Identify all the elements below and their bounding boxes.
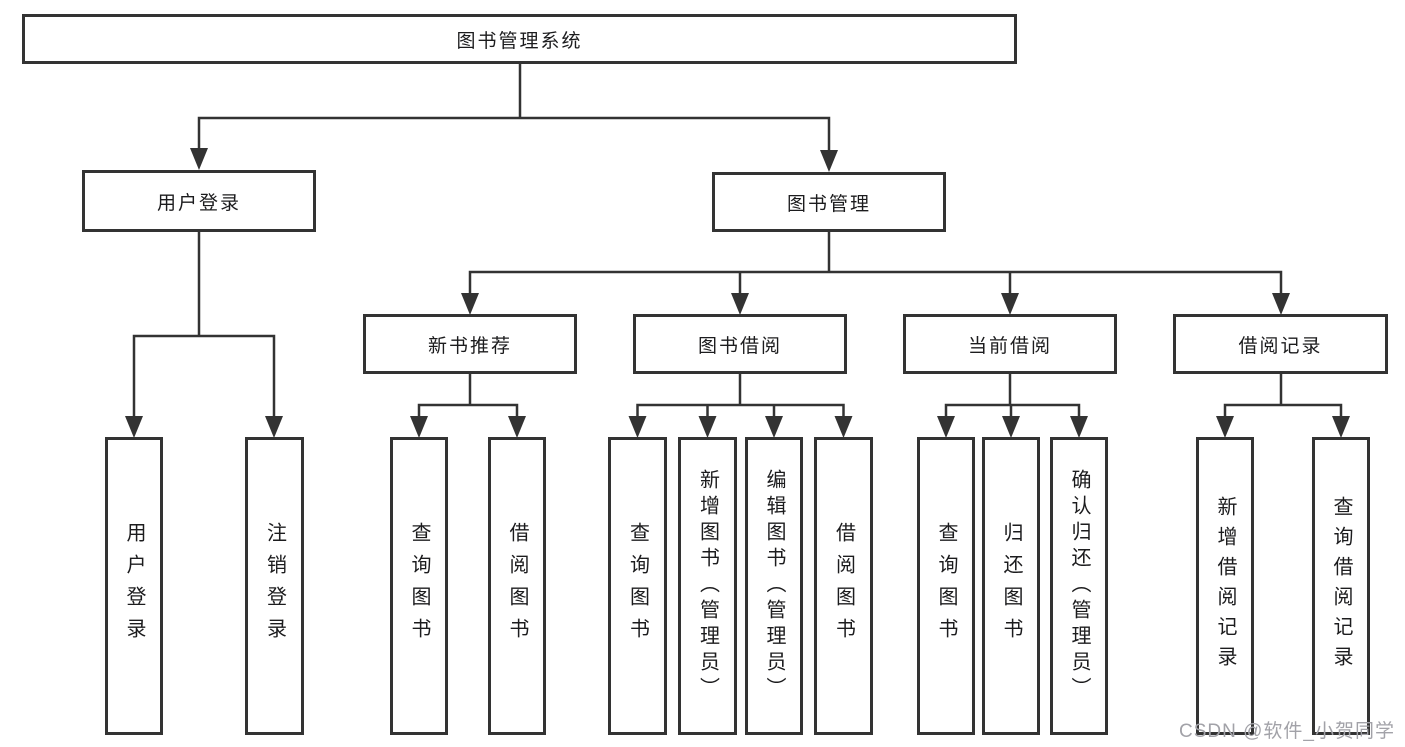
csdn-watermark: CSDN @软件_小贺同学 <box>1179 721 1395 742</box>
node-book-borrow-label: 图书借阅 <box>697 335 782 357</box>
arrow-down-icon <box>125 416 143 438</box>
node-root: 图书管理系统 <box>22 14 1017 64</box>
leaf-user-login-label: 用户登录 <box>123 522 145 650</box>
arrow-down-icon <box>1070 416 1088 438</box>
connector-borrow-to-leaves <box>636 374 845 420</box>
leaf-borrow-books-2: 借阅图书 <box>814 437 873 735</box>
leaf-query-books-2: 查询图书 <box>608 437 667 735</box>
connector-current-to-leaves <box>944 374 1081 420</box>
leaf-edit-books-admin-label: 编辑图书（管理员） <box>763 469 785 703</box>
leaf-edit-books-admin: 编辑图书（管理员） <box>745 437 803 735</box>
arrow-down-icon <box>265 416 283 438</box>
node-user-login-label: 用户登录 <box>156 192 241 214</box>
arrow-down-icon <box>190 148 208 170</box>
leaf-add-books-admin-label: 新增图书（管理员） <box>696 469 719 703</box>
leaf-user-login: 用户登录 <box>105 437 163 735</box>
arrow-down-icon <box>1332 416 1350 438</box>
arrow-down-icon <box>410 416 428 438</box>
node-new-book-recommend: 新书推荐 <box>363 314 577 374</box>
leaf-return-books-label: 归还图书 <box>1000 522 1022 650</box>
leaf-borrow-books-2-label: 借阅图书 <box>832 522 855 650</box>
connector-userlogin-to-leaves <box>132 232 276 420</box>
node-user-login: 用户登录 <box>82 170 316 232</box>
connector-record-to-leaves <box>1223 374 1343 420</box>
node-root-label: 图书管理系统 <box>456 30 583 52</box>
node-book-management: 图书管理 <box>712 172 946 232</box>
leaf-query-books-3: 查询图书 <box>917 437 975 735</box>
leaf-confirm-return-admin: 确认归还（管理员） <box>1050 437 1108 735</box>
node-current-borrow: 当前借阅 <box>903 314 1117 374</box>
node-book-management-label: 图书管理 <box>786 193 871 215</box>
arrow-down-icon <box>1001 293 1019 315</box>
arrowheads <box>125 148 1350 438</box>
arrow-down-icon <box>1002 416 1020 438</box>
leaf-logout: 注销登录 <box>245 437 304 735</box>
arrow-down-icon <box>508 416 526 438</box>
leaf-borrow-books-1-label: 借阅图书 <box>506 522 528 650</box>
connector-root-to-level2 <box>197 64 831 154</box>
leaf-confirm-return-admin-label: 确认归还（管理员） <box>1068 469 1090 703</box>
leaf-borrow-books-1: 借阅图书 <box>488 437 546 735</box>
arrow-down-icon <box>765 416 783 438</box>
arrow-down-icon <box>834 416 853 438</box>
node-book-borrow: 图书借阅 <box>633 314 847 374</box>
connector-bookmgmt-to-level3 <box>468 232 1283 297</box>
arrow-down-icon <box>461 293 479 315</box>
leaf-add-borrow-record-label: 新增借阅记录 <box>1214 496 1236 676</box>
node-new-book-recommend-label: 新书推荐 <box>427 335 512 357</box>
arrow-down-icon <box>820 150 838 172</box>
leaf-query-borrow-record-label: 查询借阅记录 <box>1330 496 1352 676</box>
leaf-add-books-admin: 新增图书（管理员） <box>678 437 737 735</box>
arrow-down-icon <box>937 416 955 438</box>
connector-newbook-to-leaves <box>417 374 519 420</box>
leaf-query-books-2-label: 查询图书 <box>626 522 649 650</box>
arrow-down-icon <box>1216 416 1234 438</box>
arrow-down-icon <box>628 416 647 438</box>
leaf-query-books-1-label: 查询图书 <box>408 522 430 650</box>
leaf-query-borrow-record: 查询借阅记录 <box>1312 437 1370 735</box>
node-borrow-record-label: 借阅记录 <box>1238 335 1323 357</box>
node-borrow-record: 借阅记录 <box>1173 314 1388 374</box>
leaf-query-books-1: 查询图书 <box>390 437 448 735</box>
arrow-down-icon <box>698 416 717 438</box>
node-current-borrow-label: 当前借阅 <box>967 335 1052 357</box>
leaf-query-books-3-label: 查询图书 <box>935 522 957 650</box>
leaf-return-books: 归还图书 <box>982 437 1040 735</box>
leaf-logout-label: 注销登录 <box>263 522 286 650</box>
leaf-add-borrow-record: 新增借阅记录 <box>1196 437 1254 735</box>
arrow-down-icon <box>1272 293 1290 315</box>
arrow-down-icon <box>731 293 749 315</box>
